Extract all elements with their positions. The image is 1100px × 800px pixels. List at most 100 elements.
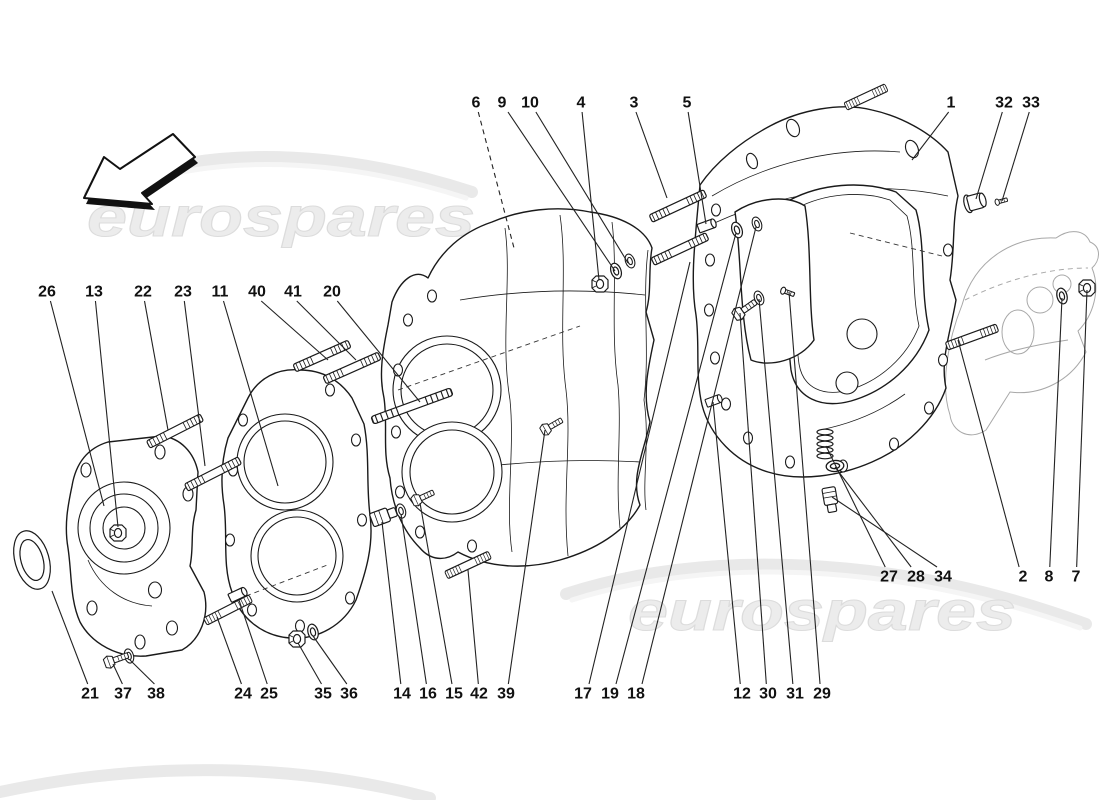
part-number-7: 7 (1072, 569, 1081, 586)
part-number-15: 15 (445, 686, 463, 703)
leader-line-14 (381, 521, 402, 685)
part-number-34: 34 (934, 569, 952, 586)
leader-line-33 (1001, 111, 1030, 202)
leader-line-28 (834, 466, 912, 568)
part-number-23: 23 (174, 284, 192, 301)
front-cover (65, 435, 207, 657)
part-number-42: 42 (470, 686, 488, 703)
part-number-21: 21 (81, 686, 99, 703)
leader-line-6 (477, 111, 515, 249)
leader-line-38 (129, 659, 155, 685)
leader-line-17 (588, 261, 691, 685)
stud (292, 339, 352, 373)
gearbox-housing (380, 208, 655, 567)
stud (322, 351, 382, 385)
part-number-37: 37 (114, 686, 132, 703)
rear-housing (692, 106, 959, 478)
part-number-18: 18 (627, 686, 645, 703)
leader-line-13 (94, 300, 119, 528)
leader-line-30 (739, 312, 767, 685)
leader-line-20 (336, 300, 421, 403)
leader-line-10 (535, 111, 629, 264)
leader-line-35 (297, 642, 322, 685)
part-number-9: 9 (498, 95, 507, 112)
part-number-24: 24 (234, 686, 252, 703)
part-number-39: 39 (497, 686, 515, 703)
leader-line-1 (911, 111, 950, 161)
leader-line-11 (222, 300, 279, 487)
part-number-27: 27 (880, 569, 898, 586)
seal-ring (13, 530, 51, 590)
leader-line-4 (581, 111, 600, 281)
ghost-housing (945, 231, 1099, 436)
threaded-plug (368, 504, 400, 528)
leader-line-34 (831, 496, 938, 568)
part-number-17: 17 (574, 686, 592, 703)
part-number-1: 1 (947, 95, 956, 112)
watermark-text: eurospares (628, 579, 1016, 642)
leader-line-26 (49, 300, 105, 507)
flanged-plug (961, 189, 989, 215)
leader-line-22 (143, 300, 169, 431)
leader-line-7 (1076, 289, 1088, 568)
leader-line-32 (975, 111, 1003, 200)
leader-line-37 (112, 663, 123, 685)
hex-nut (288, 630, 306, 648)
part-number-36: 36 (340, 686, 358, 703)
part-number-29: 29 (813, 686, 831, 703)
leader-line-12 (712, 401, 741, 685)
part-number-38: 38 (147, 686, 165, 703)
leader-line-19 (615, 232, 737, 685)
part-number-30: 30 (759, 686, 777, 703)
part-number-33: 33 (1022, 95, 1040, 112)
part-number-41: 41 (284, 284, 302, 301)
part-number-40: 40 (248, 284, 266, 301)
part-number-5: 5 (683, 95, 692, 112)
part-number-14: 14 (393, 686, 411, 703)
leader-line-9 (507, 111, 616, 272)
stud (944, 323, 1000, 351)
leader-line-3 (635, 111, 668, 199)
watermark-top: eurospares (84, 151, 478, 249)
part-number-19: 19 (601, 686, 619, 703)
leader-line-42 (467, 569, 479, 685)
small-screw (993, 195, 1009, 207)
part-number-11: 11 (212, 284, 229, 301)
hex-nut (591, 275, 609, 293)
leader-line-25 (238, 599, 268, 685)
leader-line-8 (1049, 297, 1063, 568)
intermediate-plate (221, 369, 372, 639)
part-number-12: 12 (733, 686, 751, 703)
part-number-10: 10 (521, 95, 539, 112)
leader-line-41 (296, 300, 357, 361)
part-number-6: 6 (472, 95, 481, 112)
leader-line-5 (687, 111, 707, 225)
part-number-2: 2 (1019, 569, 1028, 586)
stud (843, 83, 889, 111)
leader-line-31 (758, 298, 794, 685)
part-number-13: 13 (85, 284, 103, 301)
part-number-25: 25 (260, 686, 278, 703)
part-number-22: 22 (134, 284, 152, 301)
leader-line-27 (825, 445, 886, 568)
part-number-31: 31 (786, 686, 804, 703)
leader-line-21 (51, 590, 89, 685)
leader-line-36 (312, 635, 348, 685)
part-number-28: 28 (907, 569, 925, 586)
watermark-bottom: eurospares (0, 558, 1092, 800)
direction-arrow-icon (83, 133, 198, 210)
part-number-4: 4 (577, 95, 586, 112)
watermark-text: eurospares (87, 185, 475, 248)
part-number-32: 32 (995, 95, 1013, 112)
hex-nut (109, 524, 127, 542)
alignment-axes (245, 232, 943, 597)
leader-line-29 (788, 291, 821, 685)
leader-line-18 (641, 226, 757, 685)
leader-line-39 (507, 429, 546, 685)
part-number-8: 8 (1045, 569, 1054, 586)
part-number-20: 20 (323, 284, 341, 301)
part-number-26: 26 (38, 284, 56, 301)
